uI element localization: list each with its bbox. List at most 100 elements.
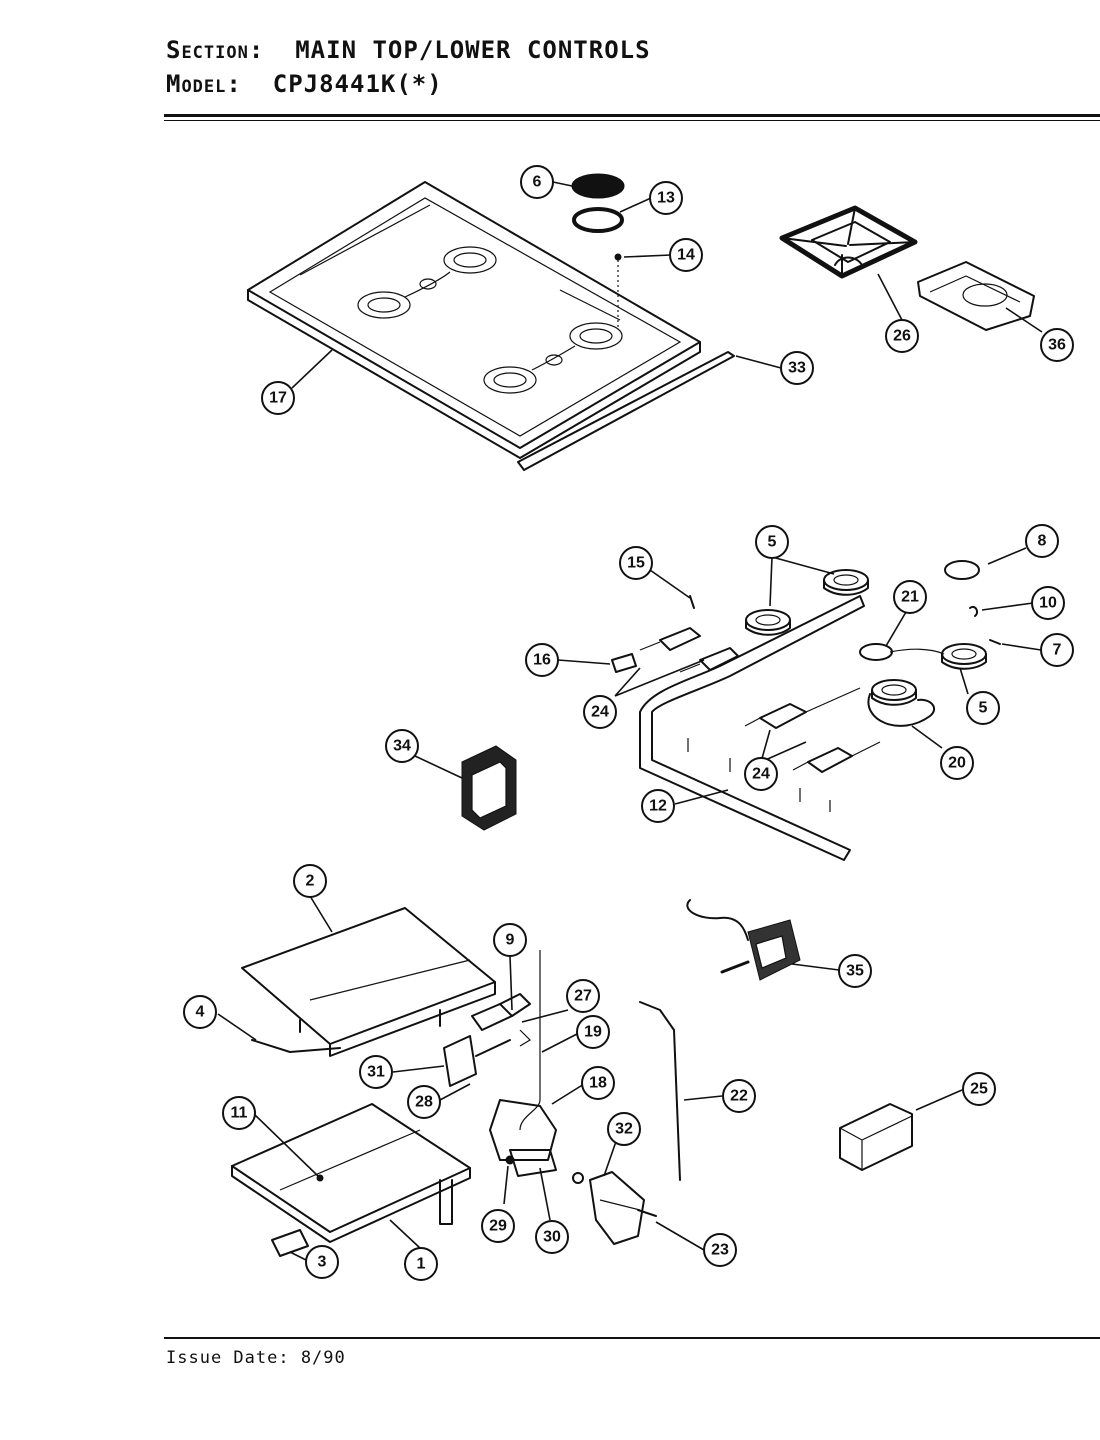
callout-15: 15 [619,546,653,580]
bracket-3 [271,1229,309,1257]
callout-10-text: 10 [1039,595,1057,612]
callout-30: 30 [535,1220,569,1254]
callout-25-text: 25 [970,1081,988,1098]
tube-20 [867,693,936,727]
thermostat-valve [572,1171,657,1245]
tube [889,648,945,655]
relay-box [839,1103,913,1171]
clip [969,606,979,617]
model-label: Model: [166,70,242,98]
screw-11 [316,1174,324,1182]
callout-5-top: 5 [755,525,789,559]
callout-21: 21 [893,580,927,614]
callout-3: 3 [305,1245,339,1279]
trim-strip [517,351,735,471]
callout-28: 28 [407,1085,441,1119]
igniter-bracket [443,1035,511,1087]
callout-31: 31 [359,1055,393,1089]
tube-22 [639,1001,681,1181]
igniter-wire [519,950,541,1131]
callout-2-text: 2 [306,873,315,890]
section-label: Section: [166,36,265,64]
screw [614,253,622,261]
callout-15-text: 15 [627,555,645,572]
callout-24-upper-text: 24 [591,704,609,721]
callout-labels: 6 13 14 17 33 26 36 15 5 8 21 10 7 16 24… [183,165,1074,1281]
callout-5-right-text: 5 [979,700,988,717]
callout-14: 14 [669,238,703,272]
callout-11: 11 [222,1096,256,1130]
callout-2: 2 [293,864,327,898]
callout-13-text: 13 [657,190,675,207]
tube-ring [859,643,893,661]
model-heading: Model: CPJ8441K(*) [166,70,443,98]
callout-18: 18 [581,1066,615,1100]
callout-34-text: 34 [393,738,411,755]
callout-19: 19 [576,1015,610,1049]
oven-safety-valve [489,1099,557,1177]
callout-1-text: 1 [417,1256,426,1273]
callout-20: 20 [940,746,974,780]
rotisserie-motor [686,899,801,981]
callout-5-right: 5 [966,691,1000,725]
callout-30-text: 30 [543,1229,561,1246]
callout-23-text: 23 [711,1242,729,1259]
callout-8-text: 8 [1038,533,1047,550]
callout-1: 1 [404,1247,438,1281]
callout-16-text: 16 [533,652,551,669]
callout-3-text: 3 [318,1254,327,1271]
callout-32-text: 32 [615,1121,633,1138]
callout-19-text: 19 [584,1024,602,1041]
burner-manifold [639,595,865,861]
callout-24-lower: 24 [744,757,778,791]
burner-grate [779,205,918,279]
callout-26-text: 26 [893,328,911,345]
callout-6-text: 6 [533,174,542,191]
main-top-panel [247,181,701,459]
burner-cap [571,173,625,199]
callout-17: 17 [261,381,295,415]
broiler-shield [241,907,496,1057]
callout-4-text: 4 [196,1004,205,1021]
callout-12: 12 [641,789,675,823]
callout-26: 26 [885,319,919,353]
surface-burners [745,569,987,706]
callout-13: 13 [649,181,683,215]
callout-11-text: 11 [231,1105,248,1122]
issue-date: Issue Date: 8/90 [166,1348,346,1368]
header-rule-thin [164,120,1100,121]
callout-36-text: 36 [1048,337,1066,354]
drip-pan [917,261,1035,331]
model-value: CPJ8441K(*) [272,70,443,98]
oven-burner-shield [231,1103,471,1243]
burner-ring-8 [944,560,980,580]
callout-21-text: 21 [901,589,919,606]
header-rule-thick [164,114,1100,117]
callout-17-text: 17 [269,390,287,407]
callout-9-text: 9 [506,932,515,949]
spark-module [461,745,517,831]
burner-ring [572,207,624,233]
footer-rule [164,1337,1100,1339]
callout-25: 25 [962,1072,996,1106]
callout-22-text: 22 [730,1088,748,1105]
callout-12-text: 12 [649,798,667,815]
callout-33-text: 33 [788,360,806,377]
gas-valves [639,627,881,773]
callout-31-text: 31 [367,1064,385,1081]
screw-15 [689,595,695,609]
callout-16: 16 [525,643,559,677]
callout-9: 9 [493,923,527,957]
spark-electrode [989,639,1001,645]
section-heading: Section: MAIN TOP/LOWER CONTROLS [166,36,651,64]
callout-22: 22 [722,1079,756,1113]
callout-10: 10 [1031,586,1065,620]
callout-4: 4 [183,995,217,1029]
callout-14-text: 14 [677,247,695,264]
callout-5-top-text: 5 [768,534,777,551]
callout-27: 27 [566,979,600,1013]
callout-24-lower-text: 24 [752,766,770,783]
callout-7-text: 7 [1053,642,1062,659]
callout-18-text: 18 [589,1075,607,1092]
callout-20-text: 20 [948,755,966,772]
